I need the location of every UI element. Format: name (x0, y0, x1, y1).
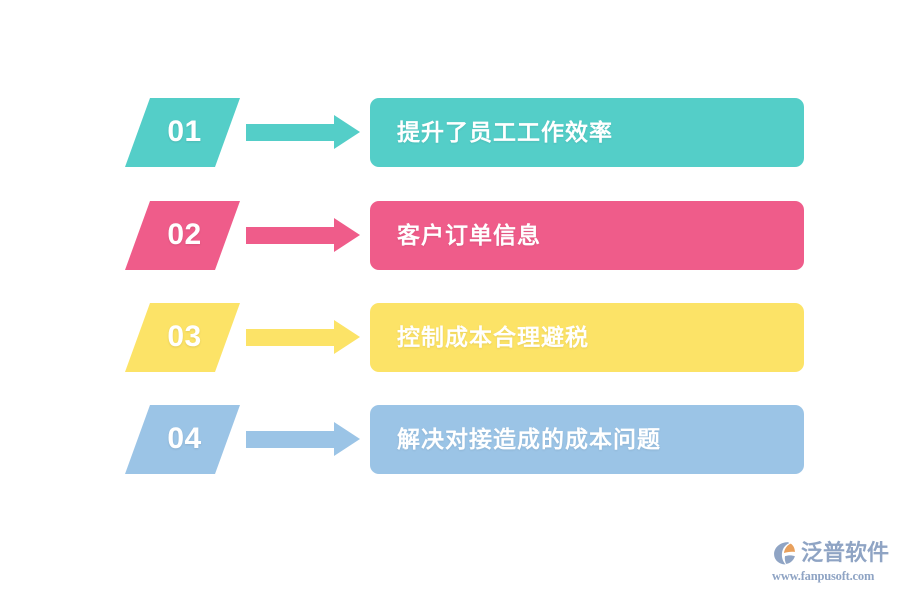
arrow-head (334, 115, 360, 149)
logo-company-name: 泛普软件 (801, 540, 890, 565)
step-label-bar[interactable]: 提升了员工工作效率 (370, 98, 804, 167)
infographic-row: 02 客户订单信息 (0, 201, 900, 270)
step-label-bar[interactable]: 解决对接造成的成本问题 (370, 405, 804, 474)
arrow-shaft (246, 227, 338, 244)
logo-website-url: www.fanpusoft.com (772, 569, 875, 583)
step-number-badge[interactable]: 02 (125, 201, 240, 270)
arrow-right-icon (246, 303, 374, 372)
step-number-badge[interactable]: 04 (125, 405, 240, 474)
arrow-head (334, 218, 360, 252)
arrow-shaft (246, 329, 338, 346)
step-number-badge[interactable]: 03 (125, 303, 240, 372)
step-label-text: 客户订单信息 (397, 222, 541, 248)
arrow-head (334, 320, 360, 354)
step-label-bar[interactable]: 客户订单信息 (370, 201, 804, 270)
infographic-row: 01 提升了员工工作效率 (0, 98, 900, 167)
infographic-row: 03 控制成本合理避税 (0, 303, 900, 372)
step-number-label: 04 (167, 421, 202, 455)
arrow-shaft (246, 431, 338, 448)
logo-top-row: 泛普软件 (772, 538, 892, 568)
fanpu-logo-mark-icon (774, 542, 795, 565)
arrow-right-icon (246, 405, 374, 474)
infographic-row: 04 解决对接造成的成本问题 (0, 405, 900, 474)
arrow-right-icon (246, 201, 374, 270)
step-number-label: 02 (167, 217, 202, 251)
step-label-text: 解决对接造成的成本问题 (397, 426, 661, 452)
step-number-label: 03 (167, 319, 202, 353)
brand-logo[interactable]: 泛普软件 www.fanpusoft.com (772, 538, 892, 586)
step-label-text: 控制成本合理避税 (397, 324, 589, 350)
step-label-text: 提升了员工工作效率 (397, 119, 613, 145)
arrow-head (334, 422, 360, 456)
step-number-label: 01 (167, 114, 202, 148)
step-label-bar[interactable]: 控制成本合理避税 (370, 303, 804, 372)
step-number-badge[interactable]: 01 (125, 98, 240, 167)
arrow-right-icon (246, 98, 374, 167)
arrow-shaft (246, 124, 338, 141)
